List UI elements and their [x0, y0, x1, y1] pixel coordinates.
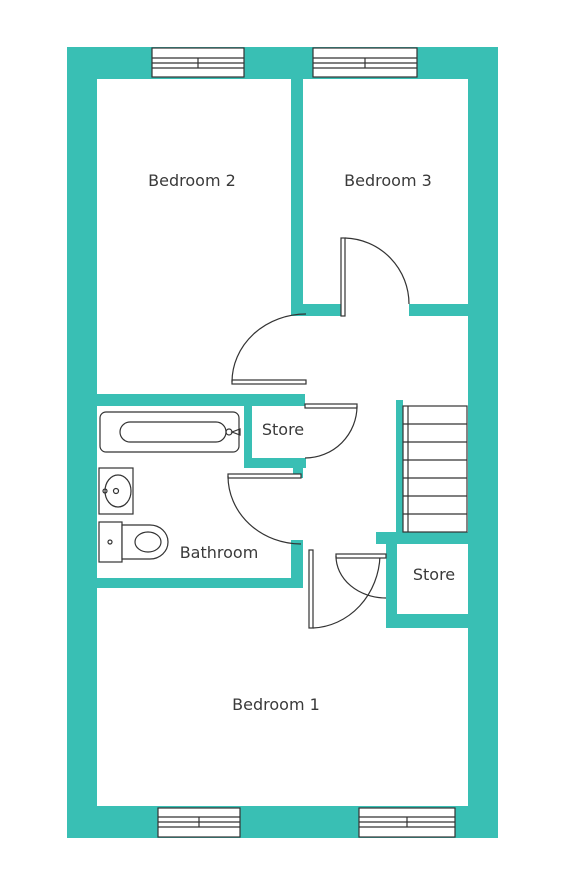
label-store-lower: Store: [413, 565, 455, 584]
bath-icon: [99, 411, 241, 453]
doors: [227, 237, 410, 629]
toilet-icon: [98, 521, 169, 563]
staircase-icon: [402, 405, 468, 533]
label-bedroom-1: Bedroom 1: [232, 695, 320, 714]
room-labels: Bedroom 2 Bedroom 3 Store Bathroom Store…: [148, 171, 455, 714]
label-bedroom-3: Bedroom 3: [344, 171, 432, 190]
door-bedroom-3: [340, 237, 410, 317]
label-bedroom-2: Bedroom 2: [148, 171, 236, 190]
door-store-lower: [335, 553, 387, 599]
window-bedroom-1-right: [358, 807, 456, 838]
window-bedroom-2: [151, 47, 245, 78]
window-bedroom-1-left: [157, 807, 241, 838]
door-bedroom-1: [308, 549, 381, 629]
door-bathroom: [227, 473, 302, 545]
windows: [151, 47, 456, 838]
door-bedroom-2: [231, 313, 307, 385]
label-bathroom: Bathroom: [180, 543, 259, 562]
interior-walls: [97, 79, 468, 628]
basin-icon: [98, 467, 134, 515]
label-store-upper: Store: [262, 420, 304, 439]
door-store-upper: [304, 403, 358, 459]
window-bedroom-3: [312, 47, 418, 78]
